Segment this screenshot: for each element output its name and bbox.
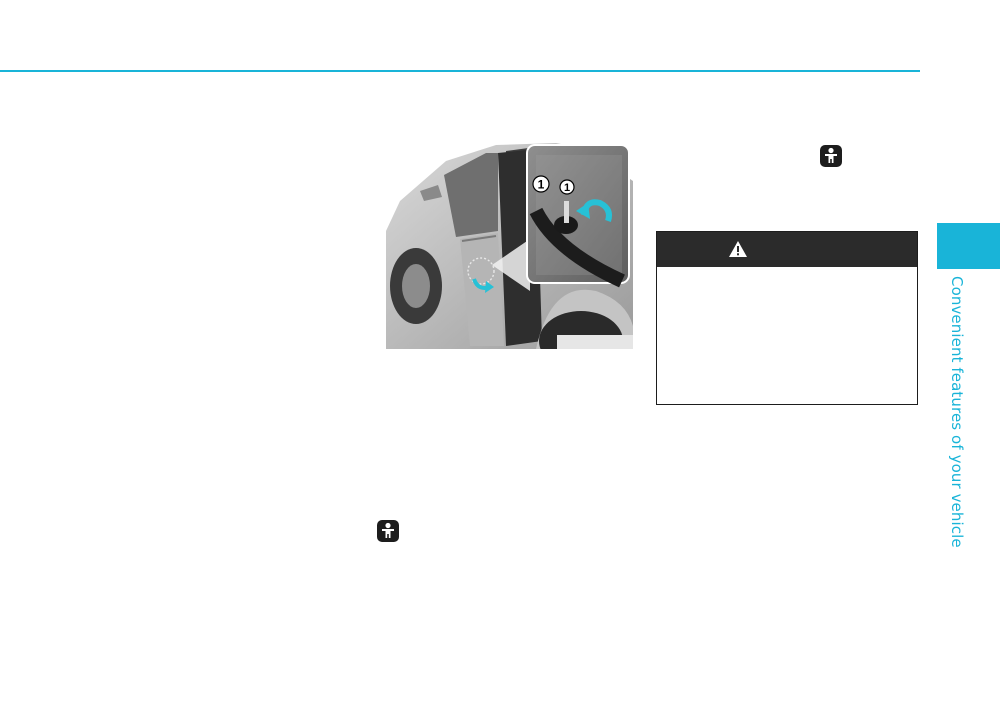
warning-header — [657, 232, 917, 267]
header-rule — [0, 70, 920, 72]
callout-main: 1 — [538, 178, 545, 192]
chapter-title: Convenient features of your vehicle — [948, 276, 966, 548]
warning-box — [656, 231, 918, 405]
child-figure-icon — [820, 145, 842, 167]
figure-code-box — [557, 335, 633, 349]
chapter-tab — [937, 223, 1000, 269]
callout-inset: 1 — [564, 182, 570, 194]
child-lock-illustration: 1 1 — [386, 141, 633, 349]
child-figure-icon-2 — [377, 520, 399, 542]
warning-triangle-icon — [729, 241, 747, 257]
